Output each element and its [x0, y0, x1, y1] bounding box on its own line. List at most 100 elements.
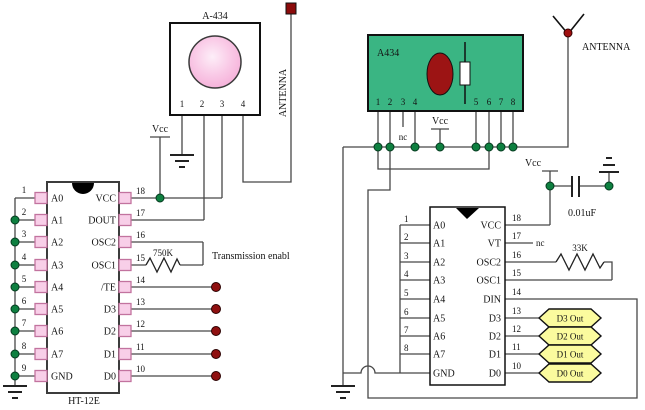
encoder-pin-number: 1	[22, 185, 27, 195]
resistor-33k-label: 33K	[572, 243, 588, 253]
rx-crystal	[459, 61, 471, 86]
junction-dot	[435, 142, 445, 152]
pin-square	[118, 347, 132, 361]
rx-module-label: A434	[377, 48, 399, 59]
rx-pin-number: 8	[511, 97, 516, 107]
encoder-terminal-dots	[211, 282, 221, 381]
decoder-pin-label: D2	[489, 332, 501, 343]
decoder-box	[429, 206, 506, 386]
rx-ground-icon	[331, 385, 355, 399]
decoder-pin-number: 7	[404, 325, 409, 335]
encoder-pin-number: 13	[136, 297, 146, 307]
junction-dot	[10, 237, 20, 247]
antenna-node-dot	[563, 28, 573, 38]
encoder-pin-label: A7	[51, 350, 63, 361]
rx-pin-number: 2	[388, 97, 393, 107]
decoder-pin-number: 2	[404, 232, 409, 242]
rx-pin-stubs	[377, 111, 514, 147]
decoder-pin-label: A6	[433, 332, 445, 343]
tx-antenna-label: ANTENNA	[278, 68, 289, 117]
junction-dot	[10, 282, 20, 292]
pin-square	[34, 324, 48, 338]
encoder-pin-number: 5	[22, 274, 27, 284]
junction-dot	[410, 142, 420, 152]
encoder-box	[46, 181, 120, 394]
encoder-left-pin-squares	[34, 191, 48, 383]
rx-pin-number: 1	[376, 97, 381, 107]
pin-square	[118, 280, 132, 294]
pin-square	[118, 258, 132, 272]
encoder-ic: HT-12E 1 2 3 4 5	[22, 181, 290, 407]
encoder-pin-number: 16	[136, 230, 146, 240]
pin-square	[34, 302, 48, 316]
decoder-pin-label: A5	[433, 314, 445, 325]
encoder-notch-icon	[72, 183, 94, 194]
decoder-pin-label: A0	[433, 221, 445, 232]
encoder-pin-number: 10	[136, 364, 146, 374]
encoder-pin-number: 8	[22, 341, 27, 351]
pin-square	[118, 191, 132, 205]
tx-ground-icon	[170, 154, 194, 168]
output-tag-label: D0 Out	[557, 369, 584, 379]
resistor-33k	[555, 252, 605, 272]
tx-saw-resonator	[188, 35, 242, 89]
decoder-pin-label: DIN	[483, 295, 501, 306]
rx-inductor	[426, 52, 454, 96]
encoder-pin-label: VCC	[95, 194, 116, 205]
junction-dot	[604, 181, 614, 191]
encoder-name: HT-12E	[68, 396, 100, 407]
junction-dot	[10, 215, 20, 225]
decoder-right-leads	[505, 186, 613, 374]
decoder-pin-label: D0	[489, 369, 501, 380]
encoder-pin-label: D1	[104, 350, 116, 361]
junction-dot	[484, 142, 494, 152]
decoder-pin-number: 16	[512, 250, 522, 260]
encoder-pin-label: A4	[51, 283, 63, 294]
encoder-pin-number: 9	[22, 363, 27, 373]
decoder-pin-number: 1	[404, 214, 409, 224]
decoder-pin-label: OSC1	[477, 276, 501, 287]
terminal-dot	[211, 326, 221, 336]
encoder-pin-label: A6	[51, 327, 63, 338]
decoder-pin-number: 8	[404, 343, 409, 353]
encoder-right-leads	[131, 115, 223, 377]
tx-module-label: A-434	[202, 11, 228, 22]
capacitor-value-label: 0.01uF	[568, 208, 597, 219]
decoder-pin-label: GND	[433, 369, 455, 380]
decoder-pin-number: 6	[404, 307, 409, 317]
decoder-pin-label: OSC2	[477, 258, 501, 269]
tx-pin-number: 2	[200, 99, 205, 109]
decoder-pin-number: 10	[512, 361, 522, 371]
tx-antenna-tip	[285, 2, 297, 15]
output-tag-label: D2 Out	[557, 332, 584, 342]
decoder-pin-label: D3	[489, 314, 501, 325]
pin-square	[34, 369, 48, 383]
encoder-pin-number: 14	[136, 275, 146, 285]
tx-pin-number: 4	[241, 99, 246, 109]
junction-dot	[10, 371, 20, 381]
transmitter-module: A-434 1 2 3 4 ANTENNA Vcc	[152, 11, 289, 135]
decoder-pin-number: 11	[512, 342, 521, 352]
encoder-pin-label: D0	[104, 372, 116, 383]
junction-dot	[385, 142, 395, 152]
resistor-750k-label: 750K	[153, 248, 174, 258]
decoder-notch-icon	[456, 208, 479, 219]
decoder-pin-number: 13	[512, 306, 522, 316]
encoder-pin-number: 18	[136, 186, 146, 196]
pin-square	[34, 191, 48, 205]
junction-dot	[496, 142, 506, 152]
pin-square	[118, 235, 132, 249]
decoder-vt-nc-label: nc	[536, 238, 545, 248]
rx-pin-number: 7	[499, 97, 504, 107]
output-tag-label: D1 Out	[557, 350, 584, 360]
decoder-ic: 1 2 3 4 5 6 7 8 A0 A1 A2 A3 A4 A5 A6 A7 …	[404, 158, 597, 386]
decoder-gnd-wire	[343, 365, 430, 374]
decoder-pin-label: A4	[433, 295, 445, 306]
encoder-pin-label: A5	[51, 305, 63, 316]
decoder-pin-number: 18	[512, 213, 522, 223]
output-tag-shape	[537, 363, 603, 383]
encoder-pin-number: 4	[22, 252, 27, 262]
pin-square	[34, 347, 48, 361]
pin-square	[118, 324, 132, 338]
